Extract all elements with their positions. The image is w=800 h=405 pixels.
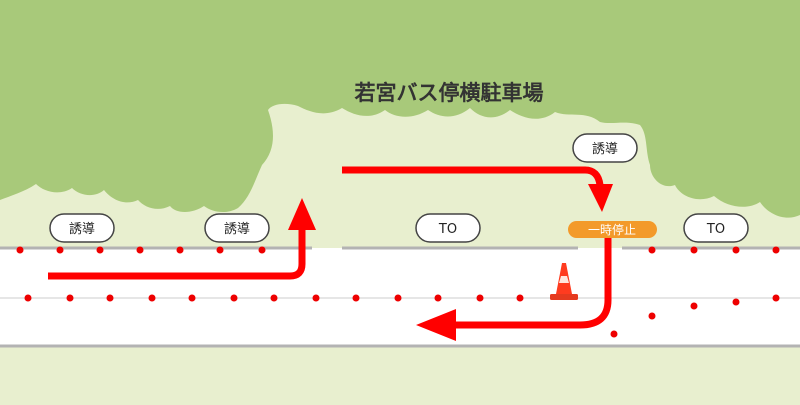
arrow-icon bbox=[448, 238, 612, 329]
stop-sign-text: 一時停止 bbox=[588, 222, 636, 237]
arrow-icon bbox=[342, 166, 604, 186]
guide-label-left-1: 誘導 bbox=[49, 213, 115, 243]
guide-dots bbox=[16, 246, 780, 338]
arrow-icon bbox=[48, 225, 306, 280]
arrow-icon bbox=[288, 198, 316, 230]
guide-label-text: 誘導 bbox=[592, 142, 618, 157]
to-label-text: TO bbox=[438, 222, 457, 237]
guide-label-text: 誘導 bbox=[224, 222, 250, 237]
to-label-text: TO bbox=[706, 222, 725, 237]
guide-label-top-right: 誘導 bbox=[572, 133, 638, 163]
stop-sign-badge: 一時停止 bbox=[568, 221, 657, 238]
lot-title: 若宮バス停横駐車場 bbox=[354, 81, 544, 105]
arrow-icon bbox=[588, 184, 613, 212]
to-label-center: TO bbox=[415, 213, 481, 243]
guide-label-left-2: 誘導 bbox=[204, 213, 270, 243]
arrow-icon bbox=[416, 309, 456, 341]
flow-arrows bbox=[48, 166, 613, 341]
tree-canopy bbox=[0, 0, 800, 218]
guide-label-text: 誘導 bbox=[69, 222, 95, 237]
traffic-cone-icon bbox=[550, 263, 578, 300]
to-label-right: TO bbox=[683, 213, 749, 243]
